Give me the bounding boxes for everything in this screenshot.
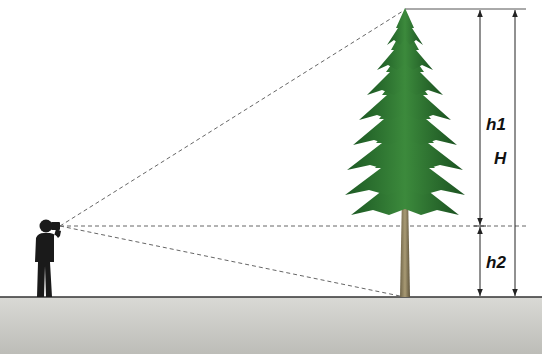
sight-lines xyxy=(60,11,528,296)
dimension-label: h1 xyxy=(486,116,506,133)
dimension-tick xyxy=(474,226,486,227)
dimension-h2 xyxy=(480,227,481,296)
sight-line-base xyxy=(60,226,400,296)
sight-line-level xyxy=(60,226,528,227)
dimension-label: H xyxy=(494,150,506,167)
sight-line-top xyxy=(60,11,403,226)
ground-line xyxy=(0,296,542,298)
dimension-lines xyxy=(474,10,515,296)
foliage-tier xyxy=(387,8,423,45)
dimension-label: h2 xyxy=(486,254,506,271)
person-body xyxy=(35,229,61,297)
dimension-total xyxy=(515,10,516,296)
person-head xyxy=(40,220,53,233)
top-reference-line xyxy=(405,9,526,10)
ground xyxy=(0,297,542,354)
dimension-h1 xyxy=(480,10,481,225)
tree-foliage xyxy=(345,8,465,215)
person-silhouette xyxy=(35,220,61,298)
camera xyxy=(51,222,60,230)
